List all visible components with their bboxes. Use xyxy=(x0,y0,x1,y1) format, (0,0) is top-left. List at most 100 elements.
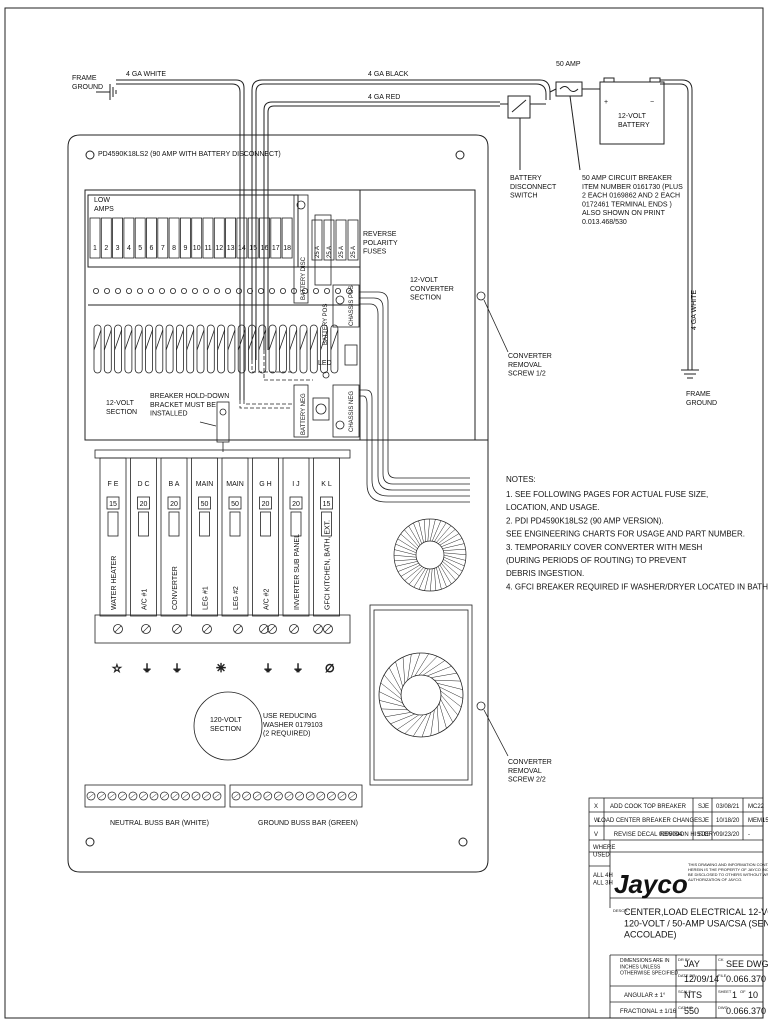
revision-cell: SJE xyxy=(698,832,709,838)
fuse-number: 3 xyxy=(116,245,120,252)
toroid-winding xyxy=(394,559,417,562)
terminal-screw xyxy=(141,624,151,634)
screw-slot xyxy=(172,793,178,799)
reverse-fuse-label: 25 A xyxy=(315,246,321,258)
fuse-slot xyxy=(236,217,248,259)
terminal-screw xyxy=(323,624,333,634)
fuse-number: 14 xyxy=(238,245,246,252)
revision-cell: SJE xyxy=(698,818,709,824)
breaker-amp-box xyxy=(198,496,211,510)
fuse-slot xyxy=(247,217,259,259)
fuse-number: 5 xyxy=(138,245,142,252)
fuse-dots xyxy=(93,287,352,294)
toroid-winding xyxy=(439,533,460,546)
ground-bar-label: GROUND BUSS BAR (GREEN) xyxy=(258,820,358,827)
ground-screw xyxy=(252,791,262,801)
ground-screw xyxy=(348,791,357,801)
fan-blade xyxy=(395,661,403,687)
fuse-dot xyxy=(268,287,275,294)
breaker-letters: B A xyxy=(169,481,180,488)
fuse-slot xyxy=(112,217,123,259)
led-label: LED xyxy=(318,360,332,367)
reverse-fuse xyxy=(323,219,335,261)
chassis-pos-label: CHASSIS POS xyxy=(349,285,355,326)
breaker-amp-box xyxy=(106,496,120,510)
note-line: 3. TEMPORARILY COVER CONVERTER WITH MESH xyxy=(506,543,703,552)
fuse-slot xyxy=(100,217,112,259)
breaker-letters: MAIN xyxy=(226,481,244,488)
fan-blade xyxy=(402,657,406,684)
terminal-screws xyxy=(113,624,333,634)
ground-screw xyxy=(231,791,241,801)
screw-slot xyxy=(88,793,94,799)
svg-text:☆: ☆ xyxy=(112,663,122,675)
washer-circle xyxy=(193,691,263,761)
breaker-letters: I J xyxy=(292,481,299,488)
breaker-amps: 20 xyxy=(170,501,178,508)
wire-hatch xyxy=(217,329,225,351)
svg-text:✳: ✳ xyxy=(216,661,226,675)
title-cell-date: 12/09/14 xyxy=(684,974,719,984)
fuse-number: 1 xyxy=(93,245,97,252)
ground-screw xyxy=(242,791,251,801)
fuse-dot xyxy=(169,287,176,294)
fuse-slot xyxy=(259,217,270,259)
screw-slot xyxy=(214,793,220,799)
neutral-screw xyxy=(202,791,211,801)
note-line: 1. SEE FOLLOWING PAGES FOR ACTUAL FUSE S… xyxy=(506,490,708,499)
chassis-terminals xyxy=(332,284,509,757)
toroid-winding xyxy=(442,561,460,577)
note-line: LOCATION, AND USAGE. xyxy=(506,503,600,512)
converter-wiring xyxy=(239,291,470,503)
breaker-toggle xyxy=(138,511,149,537)
fuse-dot xyxy=(104,287,111,294)
revision-cell: W xyxy=(594,818,600,824)
fuse-dot xyxy=(323,287,330,294)
notes-list: 1. SEE FOLLOWING PAGES FOR ACTUAL FUSE S… xyxy=(506,490,768,591)
title-cell-of-label: OF xyxy=(740,989,746,994)
svg-text:−: − xyxy=(650,99,654,106)
screw-slot xyxy=(275,793,282,799)
fuse-dot xyxy=(136,287,143,294)
title-cell-dr-by: JAY xyxy=(684,959,700,969)
fan-blade xyxy=(381,708,408,711)
wire-hatch xyxy=(237,329,246,351)
battery-disc-label: BATTERY DISC xyxy=(301,256,307,300)
wire-black-label: 4 GA BLACK xyxy=(368,71,409,78)
fan-blade xyxy=(380,682,402,700)
battery-terminals xyxy=(293,194,332,438)
screw-slot xyxy=(161,793,168,799)
fuse-dot xyxy=(158,287,165,294)
fuse-slots xyxy=(89,217,293,259)
title-cell-ck-label: CK xyxy=(718,957,724,962)
svg-text:⏚: ⏚ xyxy=(172,663,182,675)
terminal-screw xyxy=(172,624,182,634)
fuse-dot xyxy=(279,287,286,294)
buss-bar-screws xyxy=(86,791,357,801)
breaker-amps: 50 xyxy=(231,501,239,508)
wire-white-label: 4 GA WHITE xyxy=(126,71,166,78)
breaker-letters: D C xyxy=(137,481,149,488)
neutral-screw xyxy=(86,791,96,801)
wire-hatch xyxy=(145,329,153,351)
fuse-number: 6 xyxy=(150,245,154,252)
wire-hatch xyxy=(320,329,328,351)
screw-slot xyxy=(243,793,250,799)
fuse-number: 13 xyxy=(227,245,235,252)
ground-screw xyxy=(327,791,336,801)
wire-hatch xyxy=(134,329,143,351)
breaker-amp-box xyxy=(320,496,333,510)
title-cell-cat-label: CAT NO xyxy=(678,1005,693,1010)
fan-blade xyxy=(437,683,463,690)
fan-blade xyxy=(440,694,459,716)
description-label: DESCR. xyxy=(613,908,628,913)
toroid-winding xyxy=(424,568,431,591)
reverse-fuse-label: 25 A xyxy=(327,246,333,258)
screw-slot xyxy=(260,625,268,633)
breaker-amps: 15 xyxy=(109,501,117,508)
